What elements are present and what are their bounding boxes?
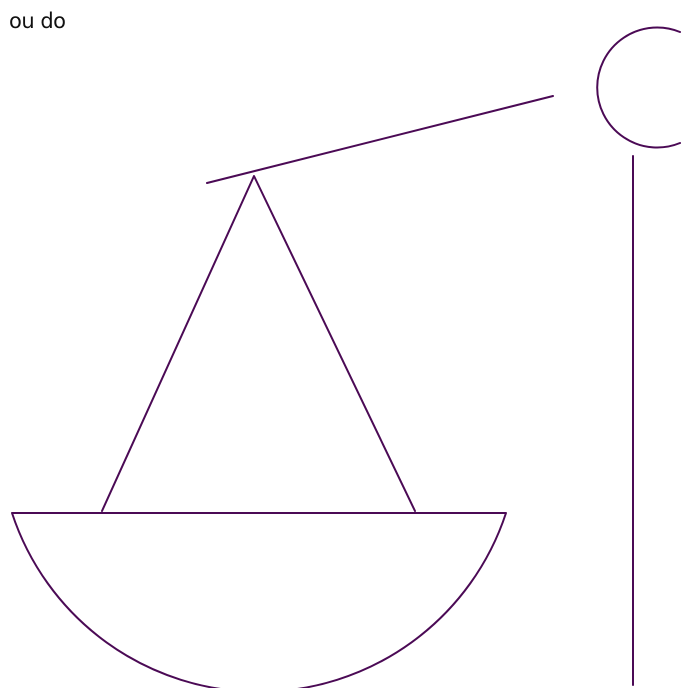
scale-pan-bowl (12, 513, 506, 688)
scale-pivot-circle (597, 28, 680, 148)
scale-beam (207, 96, 553, 183)
pan-hanger-triangle (102, 176, 415, 511)
scale-strokes (12, 28, 680, 688)
